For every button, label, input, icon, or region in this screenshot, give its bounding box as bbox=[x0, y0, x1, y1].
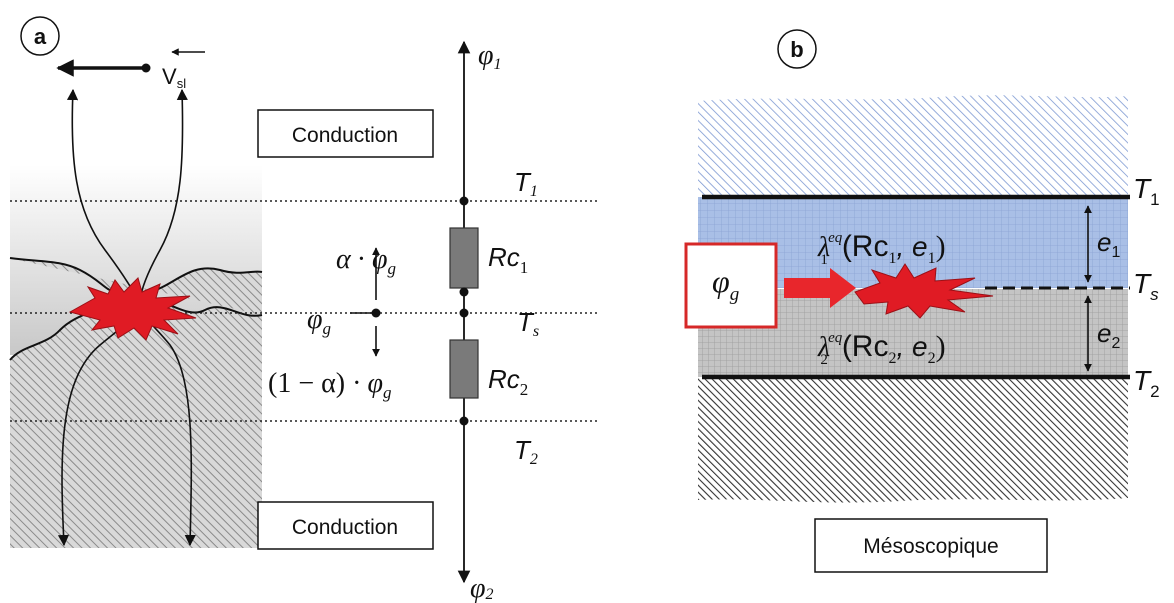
lower-body-hatched bbox=[698, 378, 1128, 503]
node-rc1-bottom bbox=[459, 287, 469, 297]
one-minus-alpha-phig-label: (1 − α) ·φg bbox=[268, 368, 391, 402]
e2-label: e2 bbox=[1097, 318, 1120, 352]
panel-a: Vsl a Conduction Conduction φ1 φ2 T1 Ts … bbox=[9, 16, 598, 603]
node-t1 bbox=[459, 196, 469, 206]
phi2-label: φ2 bbox=[470, 573, 494, 603]
heat-source-box bbox=[684, 242, 778, 329]
conduction-top-label: Conduction bbox=[292, 124, 398, 147]
upper-body-hatched bbox=[698, 95, 1128, 196]
panel-b-badge-label: b bbox=[790, 37, 803, 62]
phi1-label: φ1 bbox=[478, 40, 502, 73]
resistor-rc1 bbox=[449, 227, 479, 289]
t1-label: T1 bbox=[514, 167, 538, 200]
interface-spark-shape bbox=[854, 263, 994, 319]
t2-label: T2 bbox=[514, 435, 538, 468]
conduction-top-box bbox=[257, 109, 434, 158]
mesoscopique-box bbox=[814, 518, 1048, 573]
t1-interface-label: T1 bbox=[1133, 173, 1160, 209]
lower-hatched-material bbox=[10, 258, 262, 548]
conduction-bottom-label: Conduction bbox=[292, 516, 398, 539]
conduction-bottom-box bbox=[257, 501, 434, 550]
resistor-rc2 bbox=[449, 339, 479, 399]
heat-input-arrow bbox=[784, 268, 856, 308]
node-t2 bbox=[459, 416, 469, 426]
panel-b-badge bbox=[777, 29, 817, 69]
sliding-arrow-origin-dot bbox=[141, 63, 151, 73]
rc1-label: Rc1 bbox=[488, 242, 528, 277]
spark-shape bbox=[68, 277, 197, 341]
ts-label: Ts bbox=[517, 307, 539, 340]
heat-source-phig-label: φg bbox=[712, 263, 739, 305]
panel-a-badge-label: a bbox=[34, 24, 47, 49]
e1-label: e1 bbox=[1097, 227, 1120, 261]
node-ts bbox=[459, 308, 469, 318]
t2-interface-label: T2 bbox=[1133, 365, 1160, 401]
rc2-label: Rc2 bbox=[488, 364, 528, 399]
panel-a-badge bbox=[20, 16, 60, 56]
flow-line-up-right bbox=[139, 88, 188, 301]
ts-interface-label: Ts bbox=[1133, 268, 1159, 304]
velocity-label: Vsl bbox=[162, 64, 186, 91]
mesoscopique-label: Mésoscopique bbox=[863, 535, 998, 558]
flow-line-up-left bbox=[66, 88, 139, 301]
phig-label: φg bbox=[307, 304, 331, 338]
upper-crack-outline bbox=[9, 257, 263, 293]
alpha-phig-label: α·φg bbox=[336, 244, 396, 278]
